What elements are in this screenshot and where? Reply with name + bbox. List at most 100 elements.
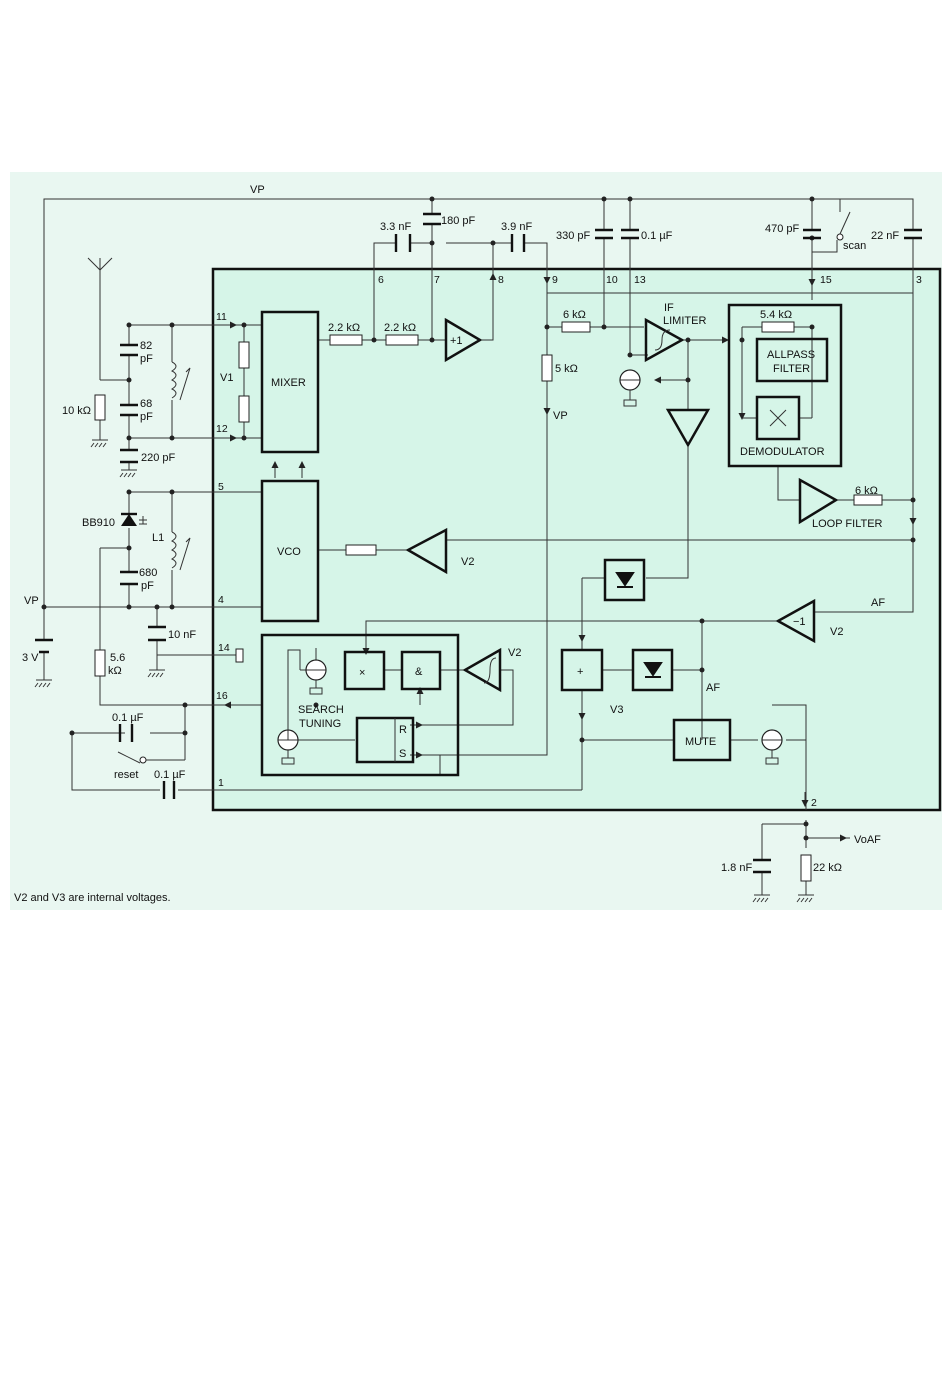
label-battery: 3 V (22, 652, 39, 664)
label-scan: scan (843, 240, 866, 252)
resistor-vco (345, 544, 377, 556)
label-r54k: 5.4 kΩ (760, 309, 792, 321)
resistor-2k2-a (329, 334, 363, 346)
components-misc (117, 199, 851, 764)
label-allpass-2: FILTER (773, 363, 810, 375)
label-c01c: 0.1 µF (641, 230, 673, 242)
label-vco: VCO (277, 546, 301, 558)
vco-driver-amp (405, 527, 448, 575)
label-c680: 680 (139, 567, 157, 579)
pin-11: 11 (216, 311, 227, 323)
label-voaf: VoAF (854, 834, 881, 846)
label-bb910: BB910 (82, 517, 115, 529)
pin-10: 10 (606, 274, 618, 286)
label-r10k: 10 kΩ (62, 405, 91, 417)
label-demodulator: DEMODULATOR (740, 446, 825, 458)
resistor-2k2-b (385, 334, 419, 346)
label-c68-unit: pF (140, 411, 153, 423)
pin-14: 14 (218, 642, 230, 654)
resistor-v1-bottom (238, 395, 250, 423)
label-c680-unit: pF (141, 580, 154, 592)
label-c10n: 10 nF (168, 629, 196, 641)
capacitors (35, 212, 922, 874)
scan-switch (839, 211, 851, 235)
label-c470: 470 pF (765, 223, 800, 235)
pin-7: 7 (434, 274, 440, 286)
pin-4: 4 (218, 594, 224, 606)
label-af-2: AF (706, 682, 720, 694)
buffer-amp (444, 317, 483, 363)
multiplier-x-icon (769, 409, 787, 427)
pin-2: 2 (811, 797, 817, 809)
label-plus1: +1 (450, 335, 463, 347)
detector-block-2 (631, 648, 674, 692)
label-c180: 180 pF (441, 215, 476, 227)
label-c82-unit: pF (140, 353, 153, 365)
resistor-5k (541, 354, 553, 382)
label-vp-left: VP (24, 595, 39, 607)
resistor-v1-top (238, 341, 250, 369)
label-allpass-1: ALLPASS (767, 349, 815, 361)
adder-block (560, 648, 604, 692)
pin-8: 8 (498, 274, 504, 286)
level-detector-amp (665, 408, 711, 448)
grounds (34, 439, 814, 903)
label-r22k: 22 kΩ (813, 862, 842, 874)
mute-block (672, 718, 732, 762)
label-c330: 330 pF (556, 230, 591, 242)
fm-receiver-schematic: VP VP VP VoAF 3 V 10 kΩ 82 pF 68 pF 220 … (10, 172, 942, 910)
varicap-diode (121, 514, 137, 526)
label-loop-filter: LOOP FILTER (812, 518, 883, 530)
label-v3: V3 (610, 704, 623, 716)
label-r56: 5.6 (110, 652, 125, 664)
label-c01b: 0.1 µF (154, 769, 186, 781)
label-vp-top: VP (250, 184, 265, 196)
label-l1: L1 (152, 532, 164, 544)
current-sources (277, 369, 783, 765)
label-v2-inv: V2 (830, 626, 843, 638)
label-c39n: 3.9 nF (501, 221, 532, 233)
inverting-amp (775, 598, 816, 644)
label-r56-unit: kΩ (108, 665, 122, 677)
if-limiter-amp (644, 317, 685, 363)
resistors (94, 321, 883, 882)
label-v2-comp: V2 (508, 647, 521, 659)
label-limiter: LIMITER (663, 315, 706, 327)
pin-9: 9 (552, 274, 558, 286)
footnote: V2 and V3 are internal voltages. (14, 892, 171, 904)
label-c68: 68 (140, 398, 152, 410)
search-and-gate (400, 650, 442, 691)
labels: VP VP VP VoAF 3 V 10 kΩ 82 pF 68 pF 220 … (22, 184, 899, 874)
label-and: & (415, 666, 423, 678)
label-vp-out: VP (553, 410, 568, 422)
mixer-block (260, 310, 320, 454)
pin-6: 6 (378, 274, 384, 286)
diode-icon-2 (643, 662, 663, 678)
label-c220: 220 pF (141, 452, 176, 464)
pin-16: 16 (216, 690, 228, 702)
resistor-5k4 (761, 321, 795, 333)
resistor-5k6 (94, 649, 106, 677)
label-r: R (399, 724, 407, 736)
if-limiter-curve-icon (654, 329, 671, 351)
label-c01a: 0.1 µF (112, 712, 144, 724)
demodulator-block (727, 303, 843, 468)
allpass-filter-block (755, 337, 829, 383)
pin-1: 1 (218, 777, 224, 789)
label-mixer: MIXER (271, 377, 306, 389)
label-c82: 82 (140, 340, 152, 352)
label-times: × (359, 667, 365, 679)
label-r5k: 5 kΩ (555, 363, 578, 375)
resistor-6k-a (561, 321, 591, 333)
label-reset: reset (114, 769, 138, 781)
reset-switch (117, 751, 141, 764)
pin-12: 12 (216, 423, 228, 435)
label-c18n: 1.8 nF (721, 862, 752, 874)
label-r6ka: 6 kΩ (563, 309, 586, 321)
pin-5: 5 (218, 481, 224, 493)
resistor-10k (94, 394, 106, 421)
pin-numbers: 1 2 3 4 5 6 7 8 9 10 11 12 13 14 15 16 (216, 274, 922, 809)
pin-13: 13 (634, 274, 646, 286)
wires (43, 198, 914, 895)
label-r22b: 2.2 kΩ (384, 322, 416, 334)
